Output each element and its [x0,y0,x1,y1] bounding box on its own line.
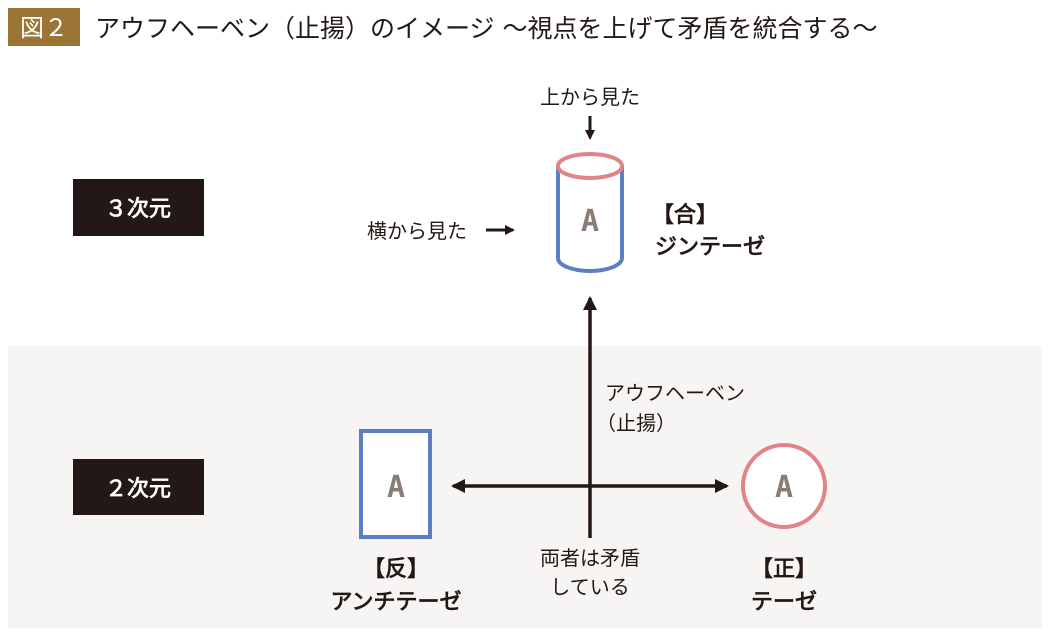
two-d-box [73,459,204,515]
contradiction-label: 両者は矛盾 [540,546,640,570]
thesis-letter: A [775,470,793,505]
rectangle-icon [359,429,432,539]
circle-icon [741,443,827,529]
cylinder-icon [556,152,624,273]
contradiction-sub-label: している [550,575,629,599]
from-top-label: 上から見た [540,85,640,109]
figure-title: アウフヘーベン（止揚）のイメージ ～視点を上げて矛盾を統合する～ [95,14,877,43]
two-d-label: ２次元 [105,476,171,502]
antithesis-name: アンチテーゼ [330,590,461,615]
aufheben-label: アウフヘーベン [605,381,745,405]
aufheben-sub-label: （止揚） [596,411,676,435]
three-d-box [73,179,204,236]
synthesis-name: ジンテーゼ [655,235,765,260]
synthesis-tag: 【合】 [652,202,718,228]
three-d-label: ３次元 [105,196,171,222]
antithesis-tag: 【反】 [363,557,429,582]
figure-badge [8,8,80,46]
antithesis-letter: A [387,470,405,505]
thesis-name: テーゼ [751,590,817,615]
thesis-tag: 【正】 [751,557,817,582]
figure-badge-label: 図２ [20,14,68,42]
from-side-label: 横から見た [367,219,467,243]
synthesis-letter: A [581,204,599,239]
